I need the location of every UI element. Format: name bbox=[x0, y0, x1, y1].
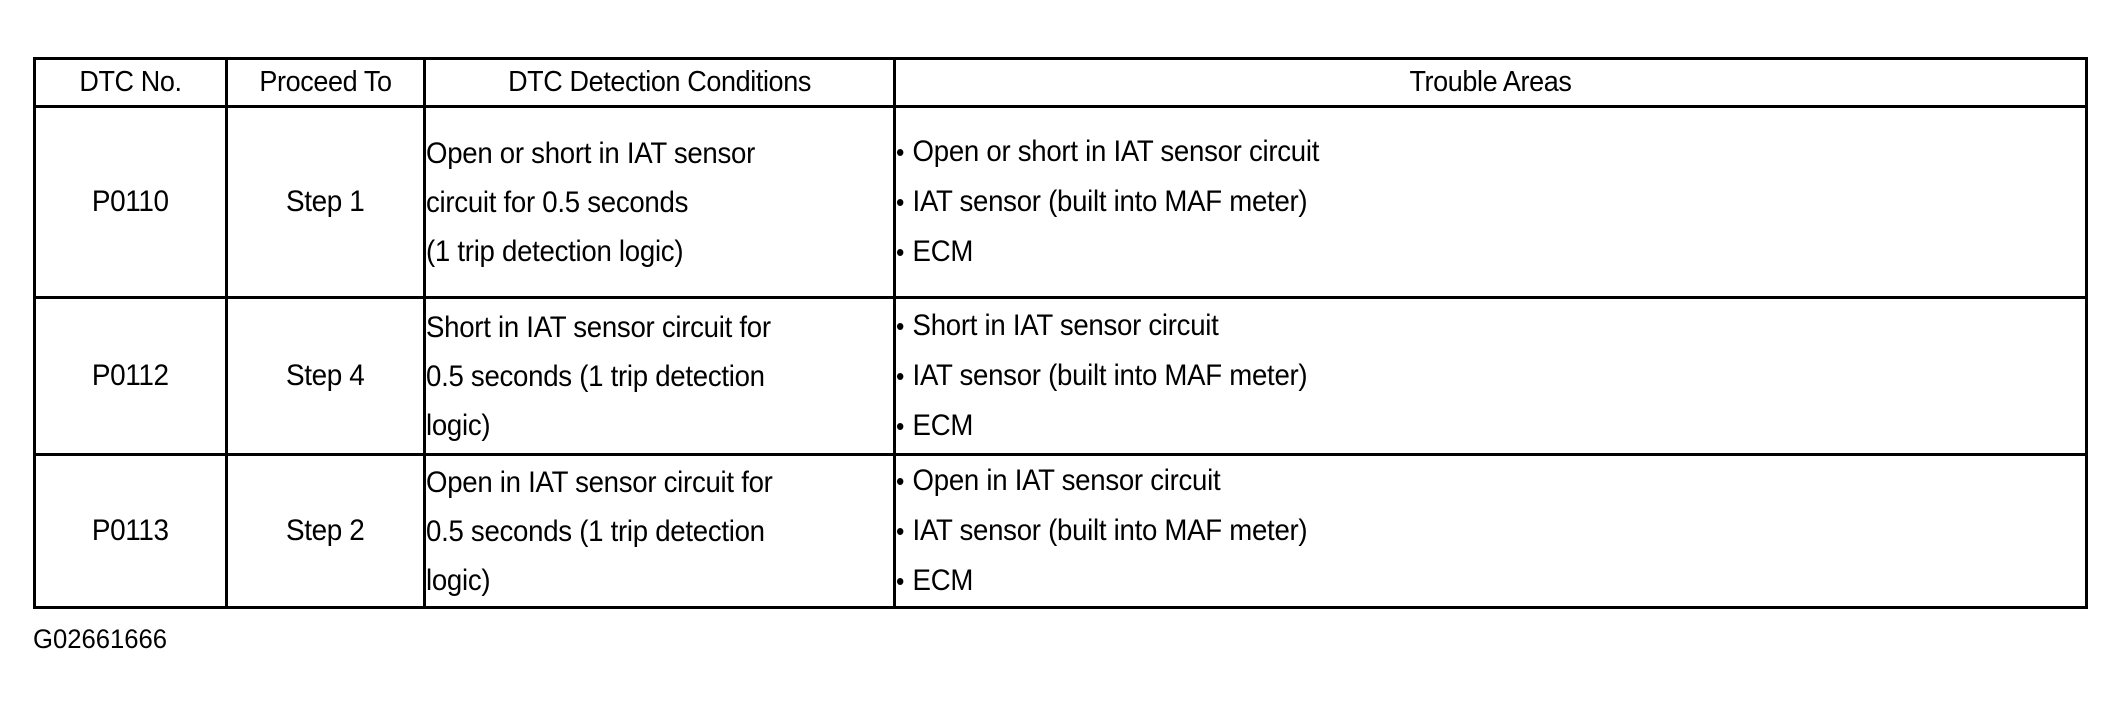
list-item-label: IAT sensor (built into MAF meter) bbox=[912, 185, 1308, 218]
cell-proceed-to: Step 1 bbox=[225, 105, 426, 299]
column-header-dtc-no: DTC No. bbox=[33, 57, 228, 108]
table-header: DTC No. Proceed To DTC Detection Conditi… bbox=[33, 57, 2088, 108]
column-header-trouble-areas: Trouble Areas bbox=[893, 57, 2088, 108]
dtc-diagnostic-table: DTC No. Proceed To DTC Detection Conditi… bbox=[33, 57, 2088, 609]
cell-dtc-no: P0112 bbox=[33, 296, 228, 456]
list-item: •IAT sensor (built into MAF meter) bbox=[896, 351, 2085, 401]
condition-line: 0.5 seconds (1 trip detection bbox=[426, 514, 765, 548]
detection-conditions-text: Open or short in IAT sensor circuit for … bbox=[426, 129, 893, 276]
cell-detection-conditions: Open or short in IAT sensor circuit for … bbox=[423, 105, 896, 299]
list-item-label: IAT sensor (built into MAF meter) bbox=[912, 514, 1308, 547]
trouble-areas-list: •Open in IAT sensor circuit •IAT sensor … bbox=[896, 456, 2085, 606]
dtc-code-value: P0112 bbox=[92, 359, 169, 392]
bullet-icon: • bbox=[896, 566, 905, 596]
condition-line: Short in IAT sensor circuit for bbox=[426, 310, 771, 344]
cell-detection-conditions: Short in IAT sensor circuit for 0.5 seco… bbox=[423, 296, 896, 456]
cell-proceed-to: Step 2 bbox=[225, 453, 426, 609]
condition-line: Open in IAT sensor circuit for bbox=[426, 465, 773, 499]
proceed-to-value: Step 1 bbox=[286, 185, 365, 218]
list-item: •Open in IAT sensor circuit bbox=[896, 456, 2085, 506]
cell-dtc-no: P0113 bbox=[33, 453, 228, 609]
bullet-icon: • bbox=[896, 237, 905, 267]
bullet-icon: • bbox=[896, 361, 905, 391]
cell-trouble-areas: •Short in IAT sensor circuit •IAT sensor… bbox=[893, 296, 2088, 456]
condition-line: 0.5 seconds (1 trip detection bbox=[426, 359, 765, 393]
list-item: •Short in IAT sensor circuit bbox=[896, 301, 2085, 351]
list-item-label: ECM bbox=[912, 235, 974, 268]
cell-detection-conditions: Open in IAT sensor circuit for 0.5 secon… bbox=[423, 453, 896, 609]
column-header-proceed-to: Proceed To bbox=[225, 57, 426, 108]
list-item-label: Open or short in IAT sensor circuit bbox=[912, 135, 1320, 168]
table-row: P0112 Step 4 Short in IAT sensor circuit… bbox=[33, 296, 2088, 456]
cell-trouble-areas: •Open or short in IAT sensor circuit •IA… bbox=[893, 105, 2088, 299]
table-body: P0110 Step 1 Open or short in IAT sensor… bbox=[33, 105, 2088, 609]
dtc-code-value: P0110 bbox=[92, 185, 169, 218]
table-row: P0113 Step 2 Open in IAT sensor circuit … bbox=[33, 453, 2088, 609]
cell-dtc-no: P0110 bbox=[33, 105, 228, 299]
dtc-code-value: P0113 bbox=[92, 514, 169, 547]
bullet-icon: • bbox=[896, 187, 905, 217]
bullet-icon: • bbox=[896, 516, 905, 546]
condition-line: logic) bbox=[426, 408, 491, 442]
cell-trouble-areas: •Open in IAT sensor circuit •IAT sensor … bbox=[893, 453, 2088, 609]
proceed-to-value: Step 4 bbox=[286, 359, 365, 392]
list-item: •ECM bbox=[896, 401, 2085, 451]
table-header-row: DTC No. Proceed To DTC Detection Conditi… bbox=[33, 57, 2088, 108]
column-header-dtc-no-label: DTC No. bbox=[79, 66, 182, 98]
column-header-trouble-areas-label: Trouble Areas bbox=[1409, 66, 1572, 98]
figure-caption: G02661666 bbox=[33, 624, 174, 655]
column-header-detection-conditions: DTC Detection Conditions bbox=[423, 57, 896, 108]
trouble-areas-list: •Open or short in IAT sensor circuit •IA… bbox=[896, 127, 2085, 277]
list-item: •Open or short in IAT sensor circuit bbox=[896, 127, 2085, 177]
column-header-detection-conditions-label: DTC Detection Conditions bbox=[508, 66, 811, 98]
proceed-to-value: Step 2 bbox=[286, 514, 365, 547]
bullet-icon: • bbox=[896, 411, 905, 441]
list-item: •ECM bbox=[896, 227, 2085, 277]
bullet-icon: • bbox=[896, 311, 905, 341]
list-item: •IAT sensor (built into MAF meter) bbox=[896, 177, 2085, 227]
column-header-proceed-to-label: Proceed To bbox=[259, 66, 392, 98]
list-item-label: ECM bbox=[912, 564, 974, 597]
list-item-label: ECM bbox=[912, 409, 974, 442]
condition-line: logic) bbox=[426, 563, 491, 597]
table-row: P0110 Step 1 Open or short in IAT sensor… bbox=[33, 105, 2088, 299]
list-item-label: Open in IAT sensor circuit bbox=[912, 464, 1221, 497]
trouble-areas-list: •Short in IAT sensor circuit •IAT sensor… bbox=[896, 301, 2085, 451]
bullet-icon: • bbox=[896, 466, 905, 496]
figure-caption-label: G02661666 bbox=[33, 624, 168, 654]
list-item-label: Short in IAT sensor circuit bbox=[912, 309, 1219, 342]
condition-line: circuit for 0.5 seconds bbox=[426, 185, 689, 219]
detection-conditions-text: Open in IAT sensor circuit for 0.5 secon… bbox=[426, 458, 893, 605]
detection-conditions-text: Short in IAT sensor circuit for 0.5 seco… bbox=[426, 303, 893, 450]
cell-proceed-to: Step 4 bbox=[225, 296, 426, 456]
list-item: •IAT sensor (built into MAF meter) bbox=[896, 506, 2085, 556]
condition-line: Open or short in IAT sensor bbox=[426, 136, 756, 170]
list-item: •ECM bbox=[896, 556, 2085, 606]
condition-line: (1 trip detection logic) bbox=[426, 234, 684, 268]
list-item-label: IAT sensor (built into MAF meter) bbox=[912, 359, 1308, 392]
bullet-icon: • bbox=[896, 137, 905, 167]
